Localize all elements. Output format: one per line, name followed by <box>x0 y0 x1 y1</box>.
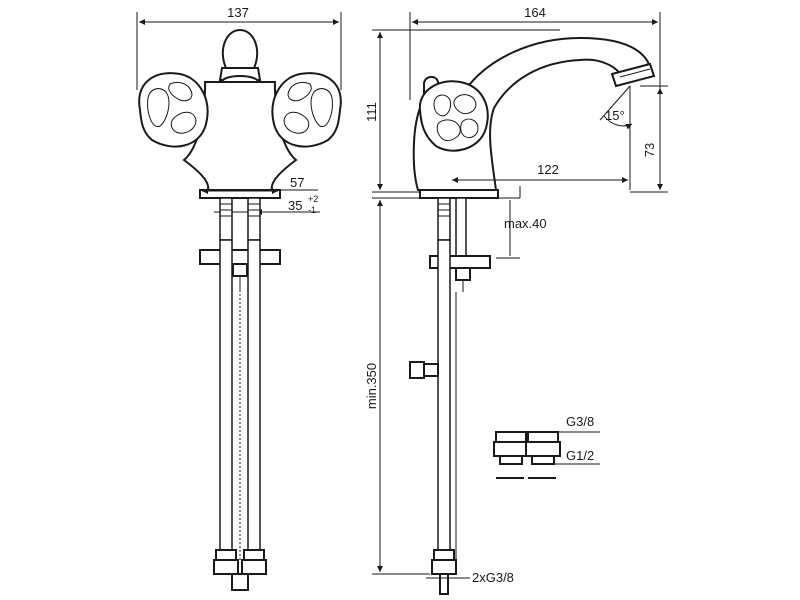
dim-inlet-tol-plus: +2 <box>308 194 318 204</box>
dim-body-height: 111 <box>364 102 379 122</box>
spout-tip <box>610 62 656 88</box>
dim-front-width: 137 <box>227 5 249 20</box>
adapter-left-top <box>495 431 527 443</box>
side-thread <box>439 573 449 595</box>
dim-deck-thickness: max.40 <box>504 216 547 231</box>
dim-thread-top: G3/8 <box>566 414 594 429</box>
hose-left <box>219 239 233 551</box>
dim-base-width: 57 <box>290 175 304 190</box>
rod-end <box>231 573 249 591</box>
dim-spout-reach: 122 <box>537 162 559 177</box>
dim-inlet-tol-minus: -1 <box>308 205 316 215</box>
adapter-right-top <box>527 431 559 443</box>
adapter-left-bottom <box>499 455 523 465</box>
adapter-left-body <box>493 441 529 457</box>
dim-thread-bottom: G1/2 <box>566 448 594 463</box>
fitting-left <box>215 549 237 561</box>
side-base-plate <box>419 189 499 199</box>
dim-spout-height: 73 <box>642 143 657 157</box>
front-view: 137 57 35 +2 -1 <box>136 5 342 591</box>
dim-spout-angle: 15° <box>605 108 625 123</box>
adapter-right-body <box>525 441 561 457</box>
angle-line <box>599 85 631 121</box>
mid-clip-right <box>423 363 439 377</box>
side-hose <box>437 239 451 551</box>
mounting-bracket <box>199 249 281 265</box>
dim-inlet-spacing: 35 <box>288 198 302 213</box>
hose-right <box>247 239 261 551</box>
side-fitting <box>433 549 455 561</box>
nut-right <box>241 559 267 575</box>
dim-hose-thread: 2xG3/8 <box>472 570 514 585</box>
dim-side-width: 164 <box>524 5 546 20</box>
nut-left <box>213 559 239 575</box>
side-rod <box>455 197 467 259</box>
adapter-right-bottom <box>531 455 555 465</box>
adapter-detail: G3/8 G1/2 <box>493 414 600 479</box>
left-handle <box>138 72 209 148</box>
side-bracket-nut <box>455 267 471 281</box>
side-nut <box>431 559 457 575</box>
dim-hose-length: min.350 <box>364 363 379 409</box>
side-handle <box>418 76 489 152</box>
side-view: 164 111 15° 73 122 <box>364 5 668 595</box>
right-handle <box>271 72 342 148</box>
mid-clip-left <box>409 361 425 379</box>
fitting-right <box>243 549 265 561</box>
mounting-nut <box>232 263 248 277</box>
center-knob <box>221 28 259 69</box>
